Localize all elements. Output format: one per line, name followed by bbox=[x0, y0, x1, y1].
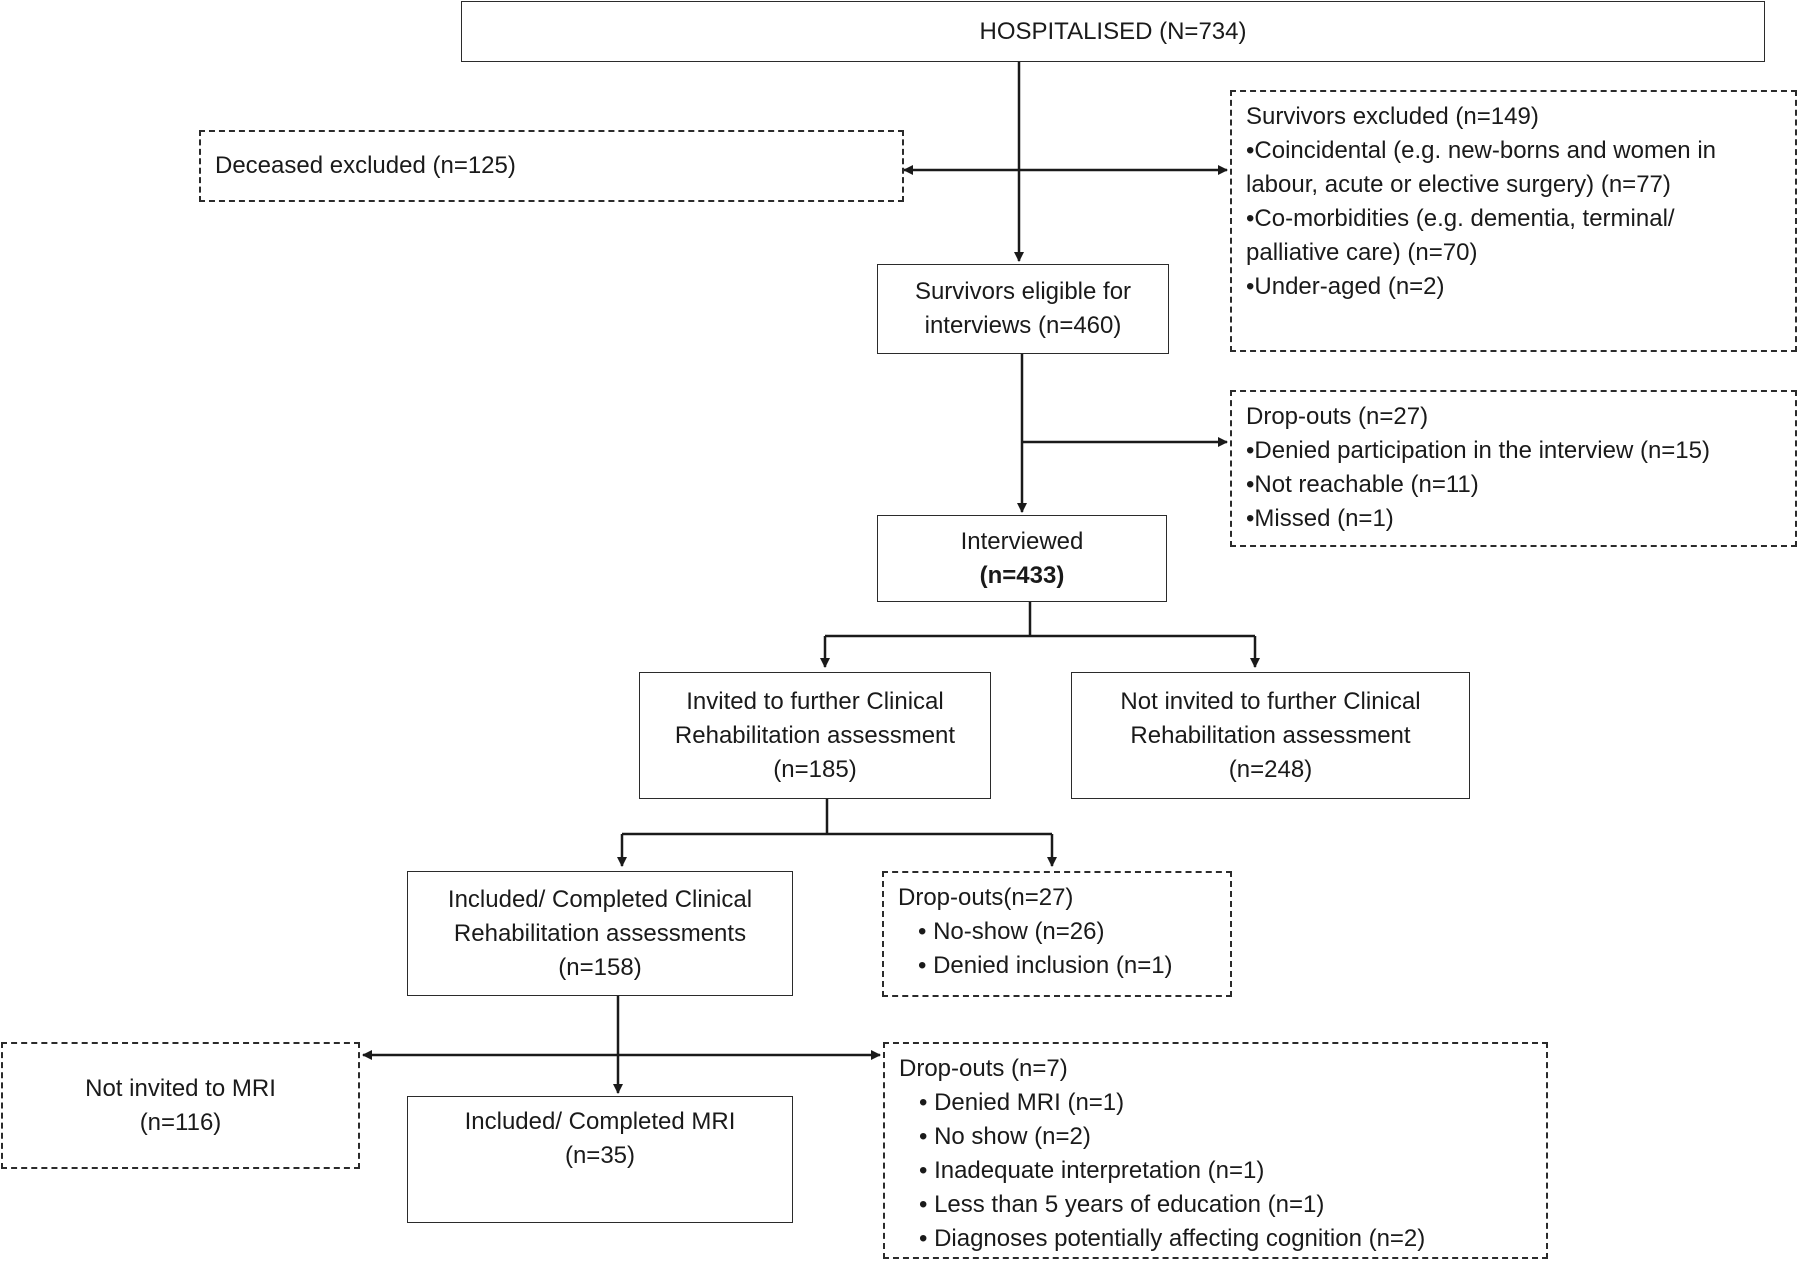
dropouts-mri-item-4: • Less than 5 years of education (n=1) bbox=[919, 1191, 1325, 1218]
hospitalised-label: HOSPITALISED (N=734) bbox=[979, 17, 1247, 45]
survivors-excluded-box: Survivors excluded (n=149) •Coincidental… bbox=[1230, 90, 1797, 352]
survivors-eligible-line2: interviews (n=460) bbox=[924, 312, 1122, 339]
dropouts-mri-box: Drop-outs (n=7) • Denied MRI (n=1) • No … bbox=[883, 1042, 1548, 1259]
completed-assessment-count: (n=158) bbox=[558, 953, 642, 981]
survivors-excluded-item-5: •Under-aged (n=2) bbox=[1246, 273, 1445, 300]
invited-assessment-line1: Invited to further Clinical bbox=[686, 687, 944, 715]
not-invited-mri-box: Not invited to MRI (n=116) bbox=[1, 1042, 360, 1169]
deceased-excluded-box: Deceased excluded (n=125) bbox=[199, 130, 904, 202]
not-invited-assessment-line1: Not invited to further Clinical bbox=[1120, 687, 1421, 715]
dropouts-assessment-item-1: • No-show (n=26) bbox=[918, 918, 1105, 945]
dropouts-assessment-box: Drop-outs(n=27) • No-show (n=26) • Denie… bbox=[882, 871, 1232, 997]
dropouts-interview-title: Drop-outs (n=27) bbox=[1246, 403, 1429, 430]
completed-assessment-box: Included/ Completed Clinical Rehabilitat… bbox=[407, 871, 793, 996]
survivors-excluded-item-3: •Co-morbidities (e.g. dementia, terminal… bbox=[1246, 205, 1675, 232]
dropouts-assessment-item-2: • Denied inclusion (n=1) bbox=[918, 952, 1173, 979]
survivors-eligible-box: Survivors eligible for interviews (n=460… bbox=[877, 264, 1169, 354]
dropouts-interview-item-1: •Denied participation in the interview (… bbox=[1246, 437, 1710, 464]
hospitalised-box: HOSPITALISED (N=734) bbox=[461, 1, 1765, 62]
completed-mri-box: Included/ Completed MRI (n=35) bbox=[407, 1096, 793, 1223]
not-invited-assessment-box: Not invited to further Clinical Rehabili… bbox=[1071, 672, 1470, 799]
survivors-excluded-title: Survivors excluded (n=149) bbox=[1246, 103, 1539, 130]
interviewed-count: (n=433) bbox=[979, 561, 1065, 589]
dropouts-interview-box: Drop-outs (n=27) •Denied participation i… bbox=[1230, 390, 1797, 547]
not-invited-assessment-line2: Rehabilitation assessment bbox=[1130, 721, 1411, 749]
completed-assessment-line2: Rehabilitation assessments bbox=[453, 919, 747, 947]
completed-assessment-line1: Included/ Completed Clinical bbox=[447, 885, 753, 913]
invited-assessment-count: (n=185) bbox=[773, 755, 857, 783]
survivors-eligible-line1: Survivors eligible for bbox=[914, 278, 1132, 305]
invited-assessment-box: Invited to further Clinical Rehabilitati… bbox=[639, 672, 991, 799]
dropouts-mri-item-2: • No show (n=2) bbox=[919, 1123, 1091, 1150]
dropouts-interview-item-2: •Not reachable (n=11) bbox=[1246, 471, 1479, 498]
interviewed-box: Interviewed (n=433) bbox=[877, 515, 1167, 602]
interviewed-label: Interviewed bbox=[960, 527, 1084, 555]
invited-assessment-line2: Rehabilitation assessment bbox=[674, 721, 956, 749]
not-invited-mri-label: Not invited to MRI bbox=[85, 1074, 276, 1102]
survivors-excluded-item-4: palliative care) (n=70) bbox=[1246, 239, 1478, 266]
dropouts-mri-item-5: • Diagnoses potentially affecting cognit… bbox=[919, 1225, 1426, 1252]
deceased-excluded-label: Deceased excluded (n=125) bbox=[215, 152, 516, 179]
dropouts-interview-item-3: •Missed (n=1) bbox=[1246, 505, 1394, 532]
not-invited-mri-count: (n=116) bbox=[139, 1108, 222, 1136]
dropouts-mri-item-3: • Inadequate interpretation (n=1) bbox=[919, 1157, 1265, 1184]
not-invited-assessment-count: (n=248) bbox=[1228, 755, 1313, 783]
survivors-excluded-item-1: •Coincidental (e.g. new-borns and women … bbox=[1246, 137, 1716, 164]
dropouts-assessment-title: Drop-outs(n=27) bbox=[898, 884, 1074, 911]
completed-mri-count: (n=35) bbox=[564, 1142, 636, 1169]
completed-mri-label: Included/ Completed MRI bbox=[464, 1108, 736, 1135]
survivors-excluded-item-2: labour, acute or elective surgery) (n=77… bbox=[1246, 171, 1671, 198]
dropouts-mri-item-1: • Denied MRI (n=1) bbox=[919, 1089, 1125, 1116]
dropouts-mri-title: Drop-outs (n=7) bbox=[899, 1055, 1068, 1082]
